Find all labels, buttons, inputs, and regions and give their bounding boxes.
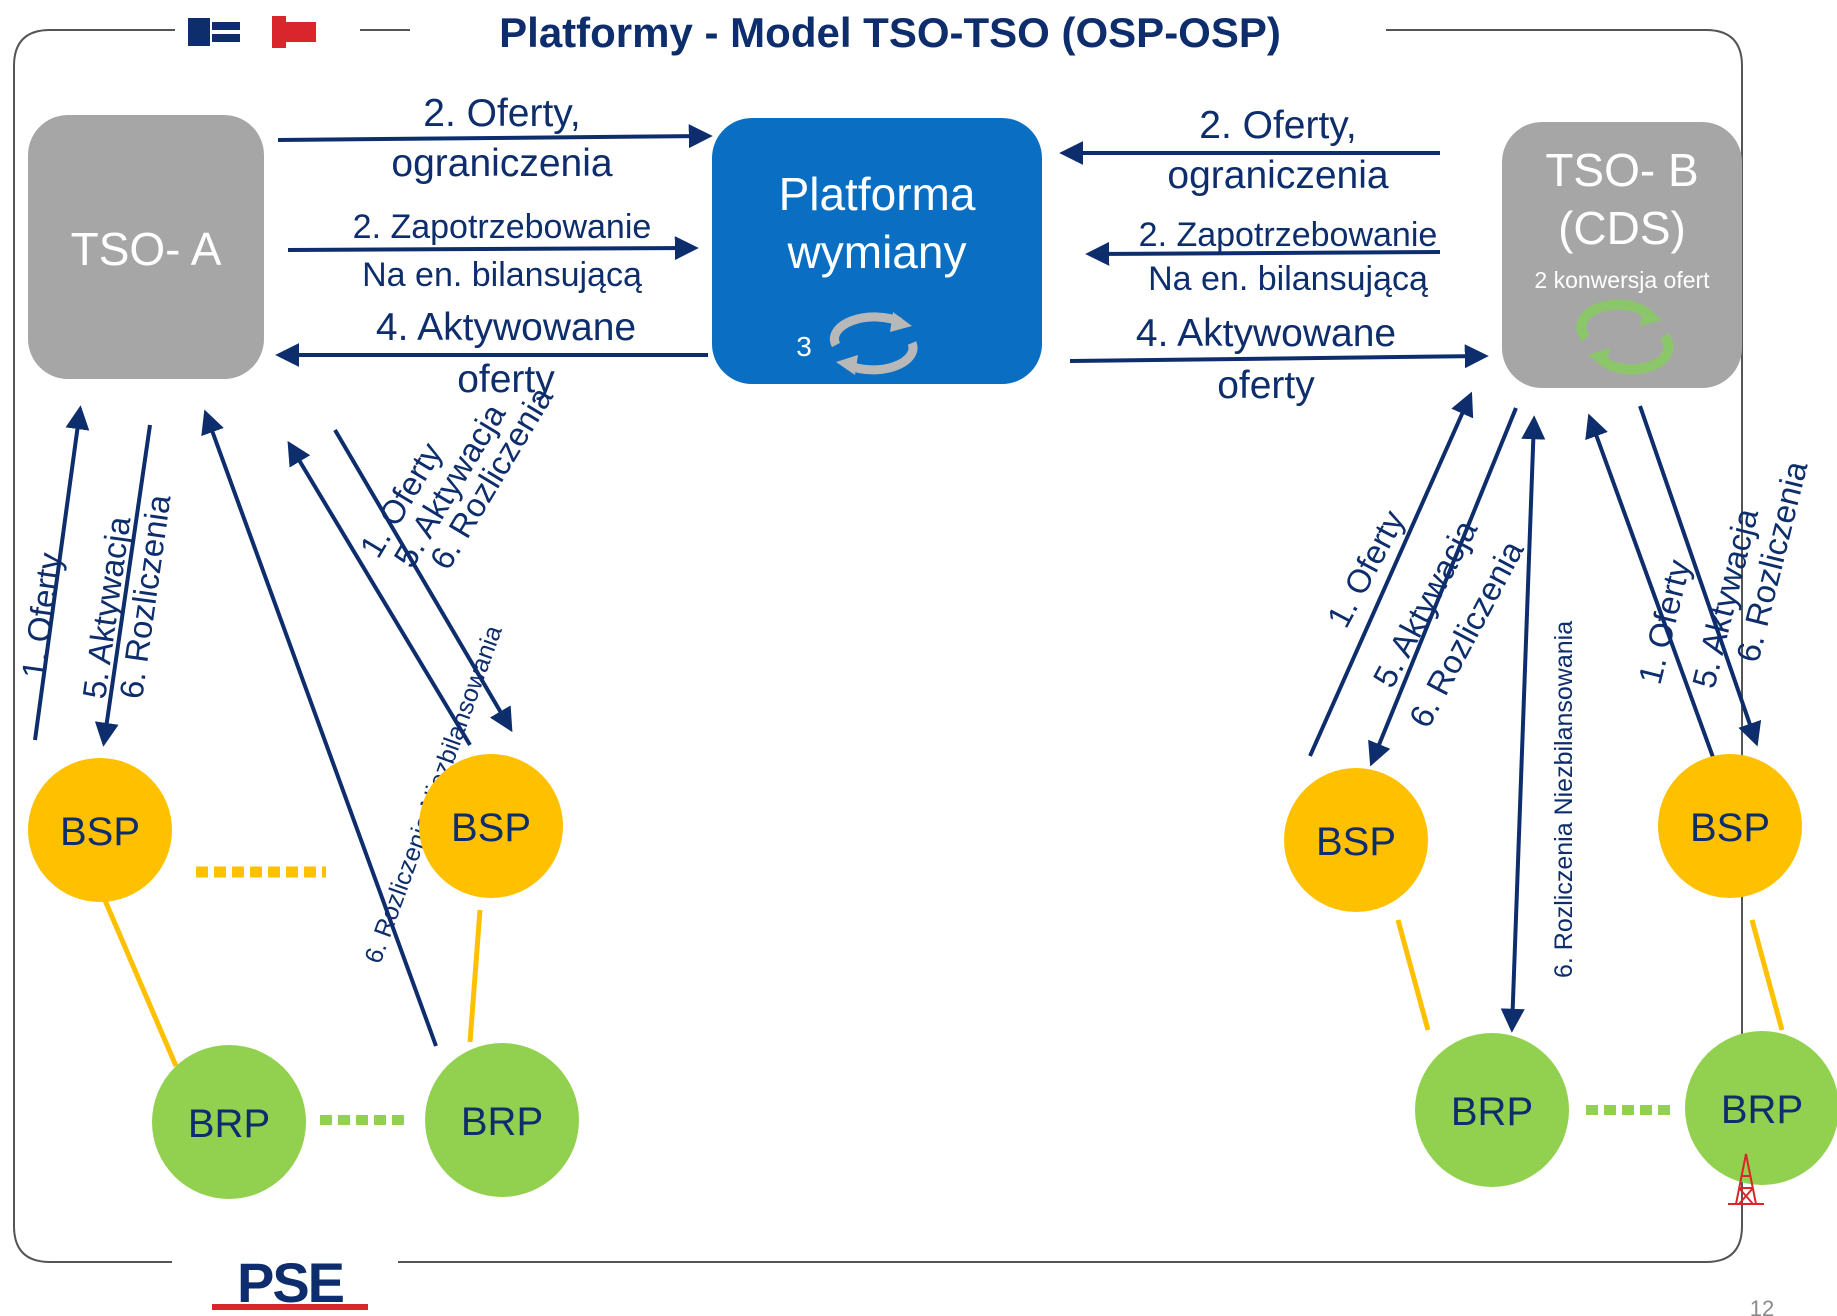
brp-label-right-2: BRP (1721, 1088, 1803, 1132)
brp-node-left-1 (152, 1045, 306, 1199)
label-demand-left-2: Na en. bilansującą (362, 256, 642, 294)
label-activated-left-1: 4. Aktywowane (376, 306, 636, 349)
label-offers-right-2: ograniczenia (1167, 154, 1388, 197)
brp-label-left-2: BRP (461, 1100, 543, 1144)
bsp-label-right-2: BSP (1690, 806, 1770, 850)
brp-node-left-2 (425, 1043, 579, 1197)
brp-node-right-2 (1685, 1031, 1837, 1185)
arrow-right-bsp1-activation (1368, 407, 1518, 767)
brp-node-right-1 (1415, 1033, 1569, 1187)
brp-label-left-1: BRP (188, 1102, 270, 1146)
bsp-node-right-1 (1284, 768, 1428, 912)
pse-logo-text: PSE (237, 1251, 344, 1314)
platform-step-number: 3 (796, 331, 812, 362)
label-offers-right-1: 2. Oferty, (1199, 104, 1357, 147)
platform-node (712, 118, 1042, 384)
pse-logo: PSE (210, 1251, 370, 1314)
label-left-offers: 1. Oferty (14, 550, 68, 681)
connector-socket-icon (272, 16, 316, 48)
page-title: Platformy - Model TSO-TSO (OSP-OSP) (499, 9, 1281, 56)
arrow-demand-b-to-platform (1085, 241, 1441, 266)
platform-label-line1: Platforma (779, 168, 976, 220)
link-bsp-brp-right-1 (1395, 919, 1431, 1031)
arrow-right-bsp2-activation (1638, 405, 1762, 747)
tso-b-node (1502, 122, 1742, 388)
label-activated-right-1: 4. Aktywowane (1136, 312, 1396, 355)
bsp-label-left-1: BSP (60, 810, 140, 854)
link-bsp-brp-left-2 (467, 909, 483, 1043)
brp-label-right-1: BRP (1451, 1090, 1533, 1134)
label-demand-right-2: Na en. bilansującą (1148, 260, 1428, 298)
tso-b-label-line2: (CDS) (1558, 202, 1686, 254)
label-right2-offers: 1. Oferty (1631, 555, 1698, 687)
arrow-right-bsp1-offers (1308, 391, 1474, 757)
platform-label-line2: wymiany (787, 226, 967, 278)
bsp-label-right-1: BSP (1316, 820, 1396, 864)
arrow-left-brp-imbalance (201, 409, 438, 1047)
label-offers-left-1: 2. Oferty, (423, 92, 581, 135)
connector-plug-icon (188, 18, 240, 46)
arrow-right-bsp2-offers (1585, 413, 1716, 761)
link-bsp-brp-right-2 (1749, 919, 1785, 1031)
arrow-activated-platform-to-b (1069, 344, 1489, 369)
link-bsp-brp-left-1 (101, 897, 179, 1067)
arrow-left-bsp1-offers (33, 405, 90, 741)
frame-border (13, 29, 1743, 1263)
label-demand-right-1: 2. Zapotrzebowanie (1139, 216, 1438, 254)
arrow-left-bsp2-activation (333, 428, 513, 733)
tso-a-node (28, 115, 264, 379)
arrow-right-brp-imbalance (1500, 415, 1546, 1033)
bsp-label-left-2: BSP (451, 806, 531, 850)
label-activated-right-2: oferty (1217, 364, 1315, 407)
arrow-left-bsp2-offers (287, 440, 472, 747)
tso-b-label-line1: TSO- B (1545, 144, 1698, 196)
bsp-node-left-1 (28, 758, 172, 902)
tso-a-label: TSO- A (71, 223, 222, 275)
exchange-cycle-icon (829, 312, 918, 375)
label-demand-left-1: 2. Zapotrzebowanie (353, 208, 652, 246)
arrow-left-bsp1-activation (94, 424, 152, 747)
transmission-tower-icon (1728, 1153, 1764, 1205)
bsp-node-left-2 (419, 754, 563, 898)
arrow-demand-a-to-platform (287, 236, 699, 261)
tso-b-note: 2 konwersja ofert (1534, 267, 1710, 293)
label-offers-left-2: ograniczenia (391, 142, 612, 185)
arrow-offers-a-to-platform (277, 124, 713, 149)
label-right-imbalance: 6. Rozliczenia Niezbilansowania (1550, 621, 1578, 978)
conversion-cycle-icon (1576, 299, 1674, 375)
page-number: 12 (1750, 1296, 1774, 1316)
label-activated-left-2: oferty (457, 358, 555, 401)
bsp-node-right-2 (1658, 754, 1802, 898)
